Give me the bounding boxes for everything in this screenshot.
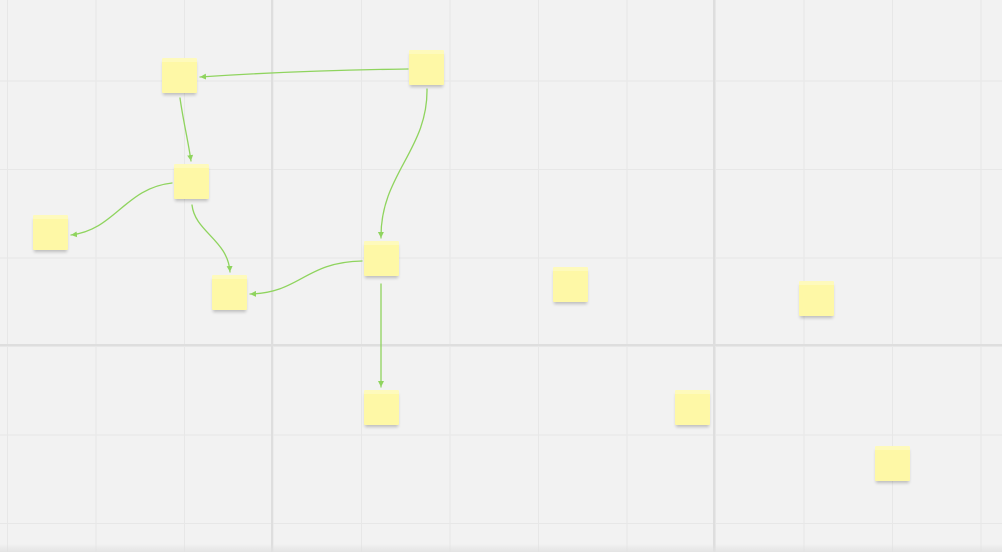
canvas-bottom-edge xyxy=(0,544,1002,552)
connector-arrow[interactable] xyxy=(199,68,409,80)
sticky-note[interactable] xyxy=(409,50,444,85)
connector-arrow[interactable] xyxy=(70,182,173,238)
connector-arrow[interactable] xyxy=(377,88,428,239)
sticky-note[interactable] xyxy=(553,267,588,302)
major-grid-line xyxy=(0,344,1002,346)
sticky-note[interactable] xyxy=(364,241,399,276)
sticky-note[interactable] xyxy=(174,164,209,199)
major-grid-line xyxy=(713,0,715,552)
connector-arrow[interactable] xyxy=(191,204,233,273)
sticky-note[interactable] xyxy=(162,58,197,93)
sticky-note[interactable] xyxy=(675,390,710,425)
connector-arrow[interactable] xyxy=(179,97,194,162)
connector-arrow[interactable] xyxy=(249,260,363,297)
sticky-note[interactable] xyxy=(33,215,68,250)
sticky-note[interactable] xyxy=(799,281,834,316)
sticky-note[interactable] xyxy=(875,446,910,481)
sticky-note[interactable] xyxy=(364,390,399,425)
sticky-note[interactable] xyxy=(212,275,247,310)
major-grid-line xyxy=(271,0,273,552)
